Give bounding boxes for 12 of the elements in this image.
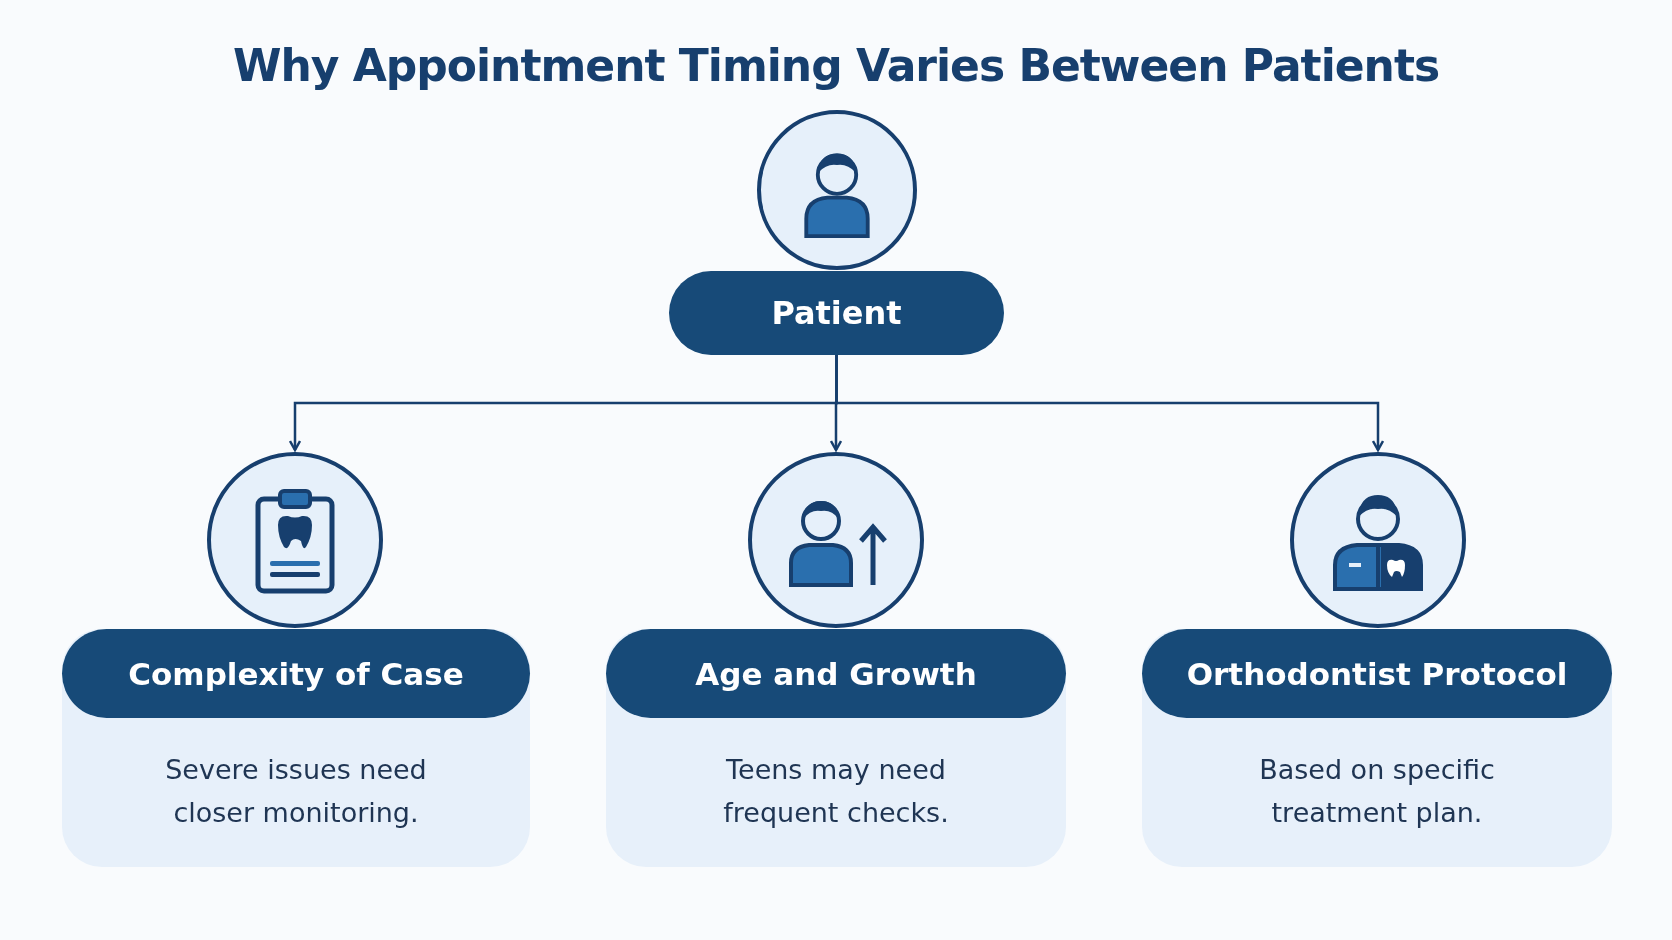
card-header: Age and Growth [606, 629, 1066, 718]
card-header: Complexity of Case [62, 629, 530, 718]
info-card [62, 629, 530, 867]
description-text: Severe issues need closer monitoring. [164, 753, 428, 830]
card-header: Orthodontist Protocol [1142, 629, 1612, 718]
info-card [606, 629, 1066, 867]
info-card [1142, 629, 1612, 867]
description-text: Based on specific treatment plan. [1258, 753, 1496, 830]
description-text: Teens may need frequent checks. [722, 753, 950, 830]
label-pill: Patient [669, 271, 1004, 355]
diagram-title: Why Appointment Timing Varies Between Patients [231, 40, 1441, 91]
arrow [835, 355, 1385, 452]
